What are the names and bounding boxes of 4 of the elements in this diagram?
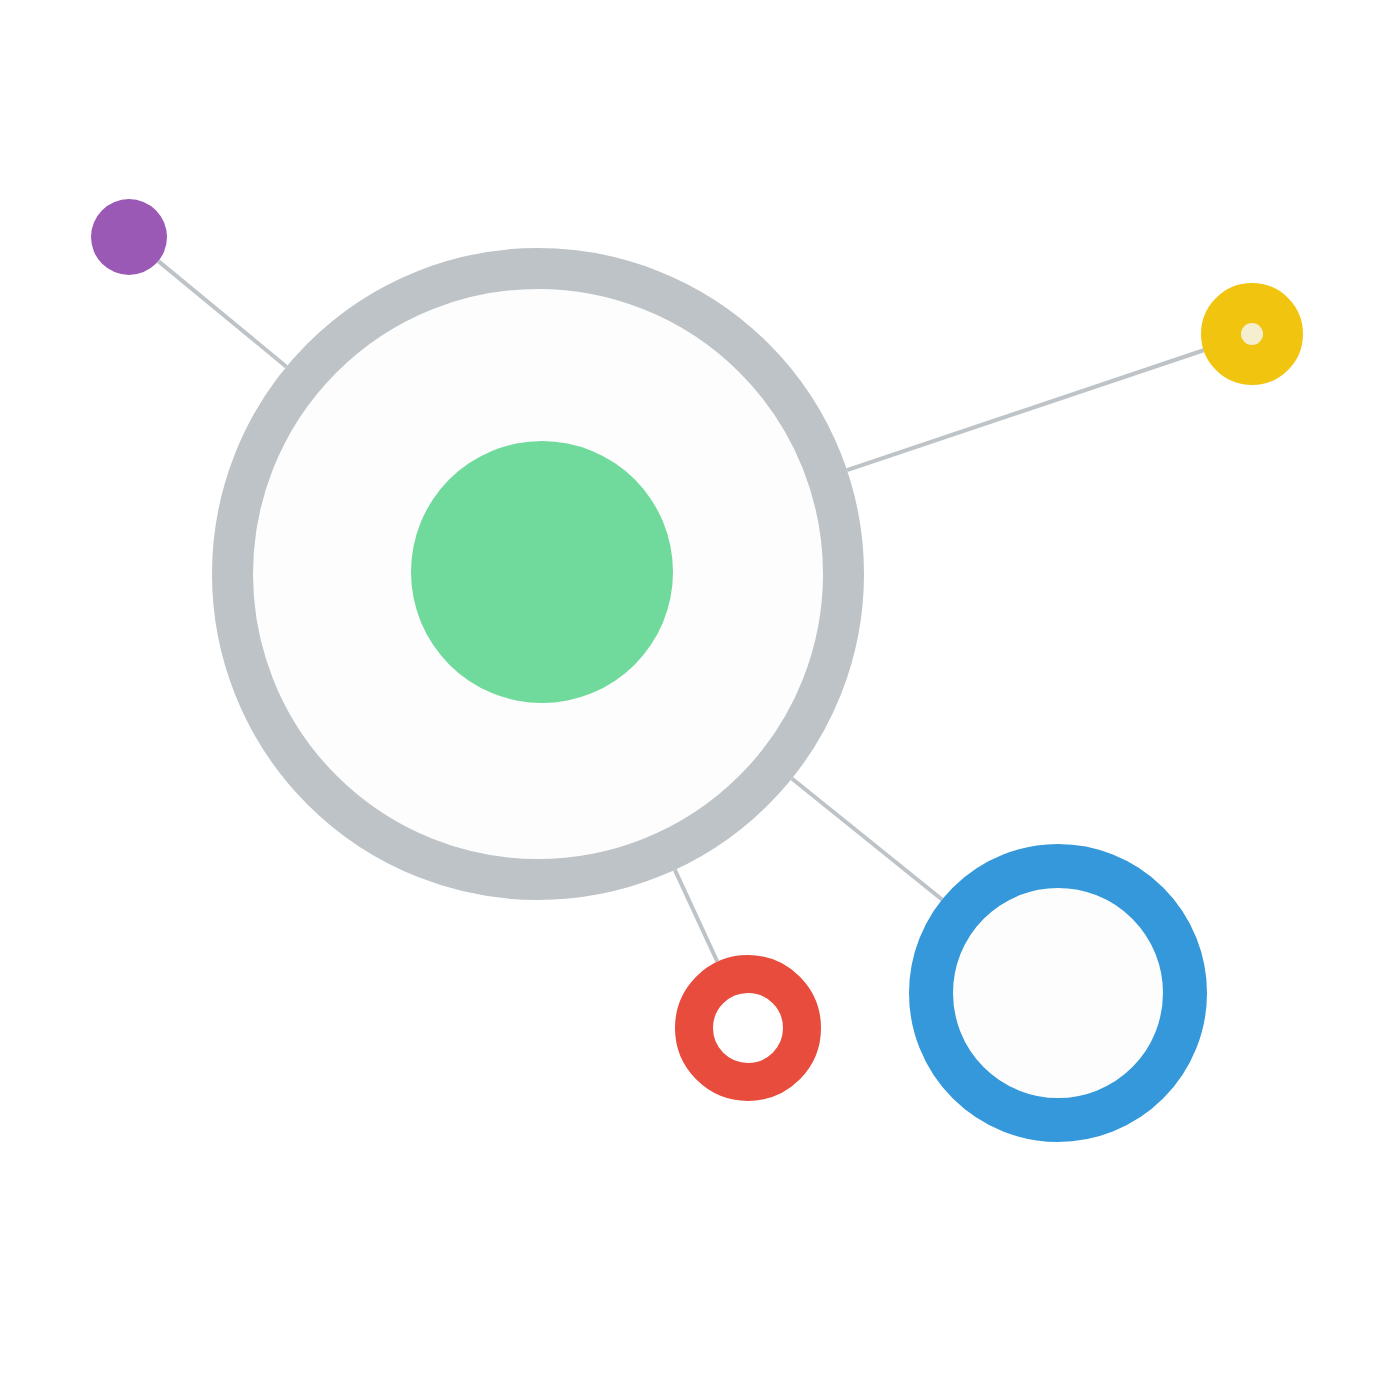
connector-line xyxy=(846,348,1205,473)
connector-line xyxy=(157,259,288,369)
connector-line xyxy=(673,869,720,963)
connector-line xyxy=(790,777,944,902)
